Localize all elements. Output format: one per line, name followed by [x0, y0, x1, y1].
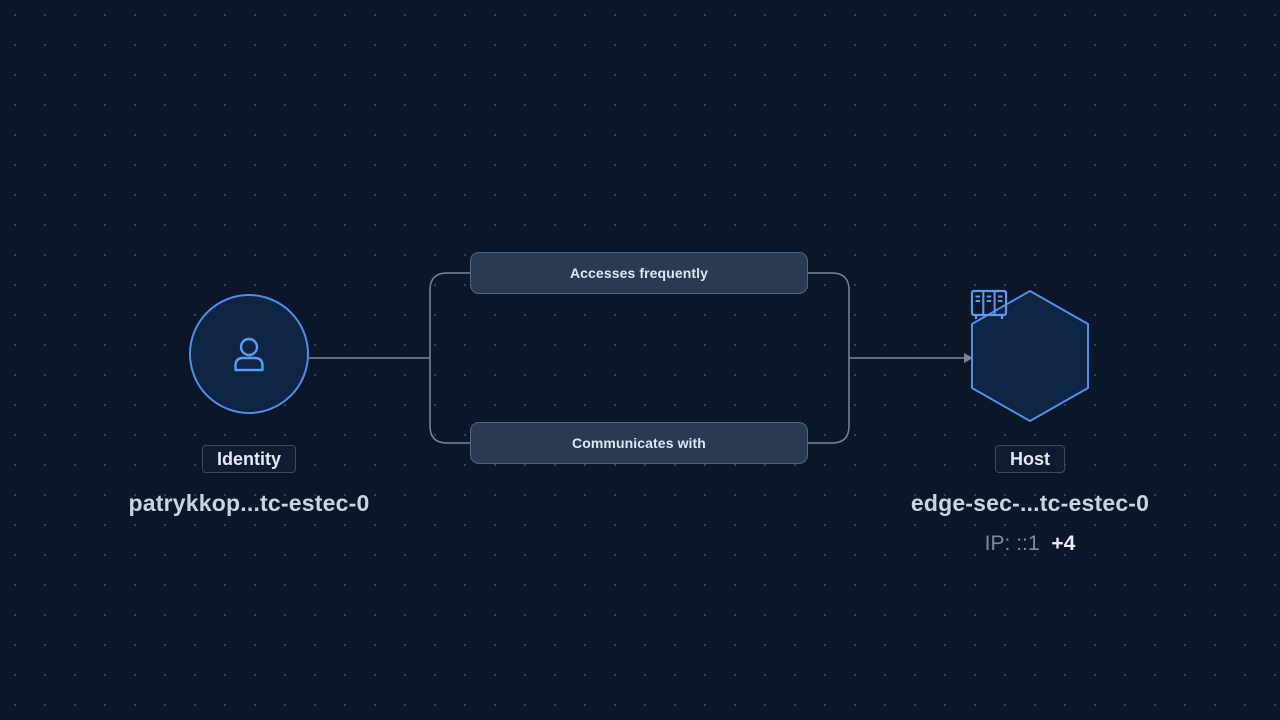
relationship-label-accesses-frequently[interactable]: Accesses frequently: [470, 252, 808, 294]
edge-merge-top: [808, 272, 850, 358]
ip-more-count[interactable]: +4: [1051, 532, 1076, 555]
identity-node[interactable]: [189, 294, 309, 414]
edge-merge-bottom: [808, 358, 850, 444]
server-rack-icon: [970, 289, 1008, 319]
relationship-label-communicates-with[interactable]: Communicates with: [470, 422, 808, 464]
host-ip-line: IP: ::1 +4: [985, 532, 1076, 556]
user-icon: [234, 337, 264, 372]
edge-split-bottom: [429, 358, 470, 444]
host-name[interactable]: edge-sec-...tc-estec-0: [910, 490, 1150, 516]
identity-type-badge: Identity: [201, 445, 297, 473]
ip-label: IP:: [984, 532, 1011, 555]
identity-name[interactable]: patrykkop...tc-estec-0: [128, 490, 370, 516]
edge-split-top: [429, 272, 470, 358]
host-node[interactable]: [970, 289, 1090, 423]
hexagon-shape: [971, 290, 1089, 422]
ip-value: ::1: [1016, 532, 1040, 555]
host-type-badge: Host: [995, 445, 1065, 473]
